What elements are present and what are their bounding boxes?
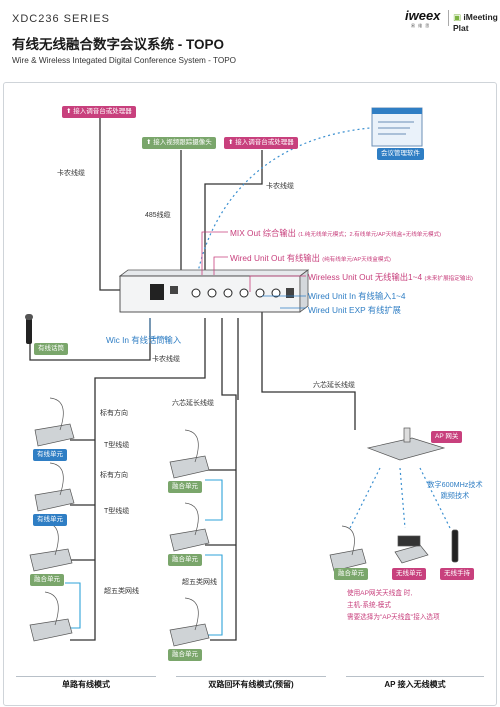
arrow-up-icon: ⬆ <box>146 139 152 146</box>
wireless-link-software <box>194 127 371 289</box>
tag-mixer-right-text: 接入调音台或处理器 <box>235 139 294 146</box>
wireless-link-ap-1 <box>349 467 381 529</box>
wireless-link-ap-2 <box>399 467 406 529</box>
unit-shape-fusion-mid-1 <box>169 429 210 479</box>
label-wireless-out: Wireless Unit Out 无线输出1~4 (未来扩展指定输出) <box>308 271 473 283</box>
unit-shape-wired-2 <box>34 462 75 512</box>
tag-fusion-mid-2: 融合单元 <box>168 554 202 566</box>
pointer-mix-out <box>201 231 228 275</box>
unit-shape-fusion-left-2 <box>29 591 73 642</box>
label-wired-out-note: (纯有线单元/AP天线盒模式) <box>322 257 391 263</box>
tag-ap-handheld: 无线手持 <box>440 568 474 580</box>
unit-shape-fusion-left-1 <box>29 521 73 572</box>
mode-dual: 双路回环有线模式(预留) <box>176 676 326 693</box>
arrow-up-icon: ⬆ <box>66 108 72 115</box>
tag-ap-wireless: 无线单元 <box>392 568 426 580</box>
cable-mixer-right <box>204 150 263 285</box>
pointer-wired-out <box>213 256 228 275</box>
tag-wired-mic: 有线话筒 <box>34 343 68 355</box>
page-subtitle: Wire & Wireless Integated Digital Confer… <box>12 56 237 65</box>
pointer-wireless-out <box>249 275 306 292</box>
cable-ap <box>261 305 356 430</box>
page-title: 有线无线融合数字会议系统 - TOPO <box>12 37 225 52</box>
ap-tech-line-1: 数字600MHz技术 <box>427 480 483 489</box>
series-label: XDC236 SERIES <box>12 13 110 25</box>
unit-shape-ap-wireless <box>394 535 429 564</box>
monitor-icon <box>371 107 423 147</box>
ap-note-line-1: 使用AP网关天线盒 时, <box>347 590 413 597</box>
mode-single: 单路有线模式 <box>16 676 156 693</box>
unit-shape-fusion-mid-3 <box>169 597 210 647</box>
unit-shape-fusion-mid-2 <box>169 502 210 552</box>
label-cannon-2: 卡农线缆 <box>266 183 294 190</box>
label-wireless-out-main: Wireless Unit Out 无线输出1~4 <box>308 272 423 282</box>
label-wired-out-main: Wired Unit Out 有线输出 <box>230 253 320 263</box>
label-direction-1: 标有方向 <box>100 410 128 417</box>
cat5-mid-2 <box>205 554 223 636</box>
arrow-up-icon: ⬆ <box>228 139 234 146</box>
unit-shape-wired-1 <box>34 397 75 447</box>
cat5-mid-1 <box>205 479 223 521</box>
unit-shape-ap-handheld <box>451 529 459 563</box>
cat5-left <box>65 582 81 629</box>
tag-software: 会议管理软件 <box>377 148 424 160</box>
label-mix-out-note: (1.纯无线单元模式；2.有线单元/AP天线盒+无线单元模式) <box>298 232 442 238</box>
diagram-frame <box>3 82 497 706</box>
tag-fusion-mid-1: 融合单元 <box>168 481 202 493</box>
tag-mixer-right: ⬆ 接入调音台或处理器 <box>224 137 298 149</box>
label-wired-in: Wired Unit In 有线输入1~4 <box>308 291 406 301</box>
wired-mic-shape <box>25 314 33 344</box>
cable-mixer-top <box>99 118 135 291</box>
label-six-core-right: 六芯延长线缆 <box>313 382 355 389</box>
label-wired-exp: Wired Unit EXP 有线扩展 <box>308 305 401 315</box>
label-mic-in: Wic In 有线话筒输入 <box>106 335 182 345</box>
mode-ap: AP 接入无线模式 <box>346 676 484 693</box>
label-cannon-3: 卡农线缆 <box>152 356 180 363</box>
ap-note-line-2: 主机-系统-模式 <box>347 602 391 609</box>
cable-mic <box>29 318 151 361</box>
label-wireless-out-note: (未来扩展指定输出) <box>424 276 473 282</box>
tag-mixer-top: ⬆ 接入调音台或处理器 <box>62 106 136 118</box>
tag-ap-fusion: 融合单元 <box>334 568 368 580</box>
pointer-mic-in <box>149 318 168 339</box>
label-485: 485线缆 <box>145 212 171 219</box>
tag-fusion-mid-3: 融合单元 <box>168 649 202 661</box>
ap-gateway-shape <box>366 427 446 461</box>
label-cat5-left: 超五类网线 <box>104 588 139 595</box>
brand-logo-sub: 易 维 思 <box>411 23 431 28</box>
platform-logo-text: iMeeting Plat <box>453 12 498 33</box>
host-device <box>118 269 310 313</box>
label-cat5-mid: 超五类网线 <box>182 579 217 586</box>
ap-note-line-3: 需要选择为"AP天线盒"接入选项 <box>347 614 440 621</box>
label-mix-out: MIX Out 综合输出 (1.纯无线单元模式；2.有线单元/AP天线盒+无线单… <box>230 227 441 239</box>
tag-fusion-left: 融合单元 <box>30 574 64 586</box>
tag-wired-unit-1: 有线单元 <box>33 449 67 461</box>
cable-dual-a <box>210 318 237 641</box>
label-t-cable-1: T型线缆 <box>104 442 130 449</box>
logo-divider <box>448 10 449 26</box>
label-cannon-1: 卡农线缆 <box>57 170 85 177</box>
label-t-cable-2: T型线缆 <box>104 508 130 515</box>
wireless-link-ap-3 <box>419 467 451 529</box>
cable-single-trunk <box>70 318 206 641</box>
tag-mixer-top-text: 接入调音台或处理器 <box>73 108 132 115</box>
label-wired-out: Wired Unit Out 有线输出 (纯有线单元/AP天线盒模式) <box>230 252 391 264</box>
tag-ap-gateway: AP 网关 <box>431 431 463 443</box>
platform-logo: ▣ iMeeting Plat <box>453 12 500 33</box>
ap-note: 使用AP网关天线盒 时, 主机-系统-模式 需要选择为"AP天线盒"接入选项 <box>347 588 440 624</box>
ap-tech-text: 数字600MHz技术 跳频技术 <box>410 479 500 501</box>
label-six-core-left: 六芯延长线缆 <box>172 400 214 407</box>
tag-camera-text: 接入视频跟踪摄像头 <box>153 139 212 146</box>
unit-shape-ap-fusion <box>329 525 367 572</box>
tag-wired-unit-2: 有线单元 <box>33 514 67 526</box>
platform-logo-icon: ▣ <box>453 12 462 22</box>
tag-camera: ⬆ 接入视频跟踪摄像头 <box>142 137 216 149</box>
ap-tech-line-2: 跳频技术 <box>440 491 470 500</box>
brand-logo: iweex <box>405 8 441 23</box>
label-mix-out-main: MIX Out 综合输出 <box>230 228 296 238</box>
label-direction-2: 标有方向 <box>100 472 128 479</box>
